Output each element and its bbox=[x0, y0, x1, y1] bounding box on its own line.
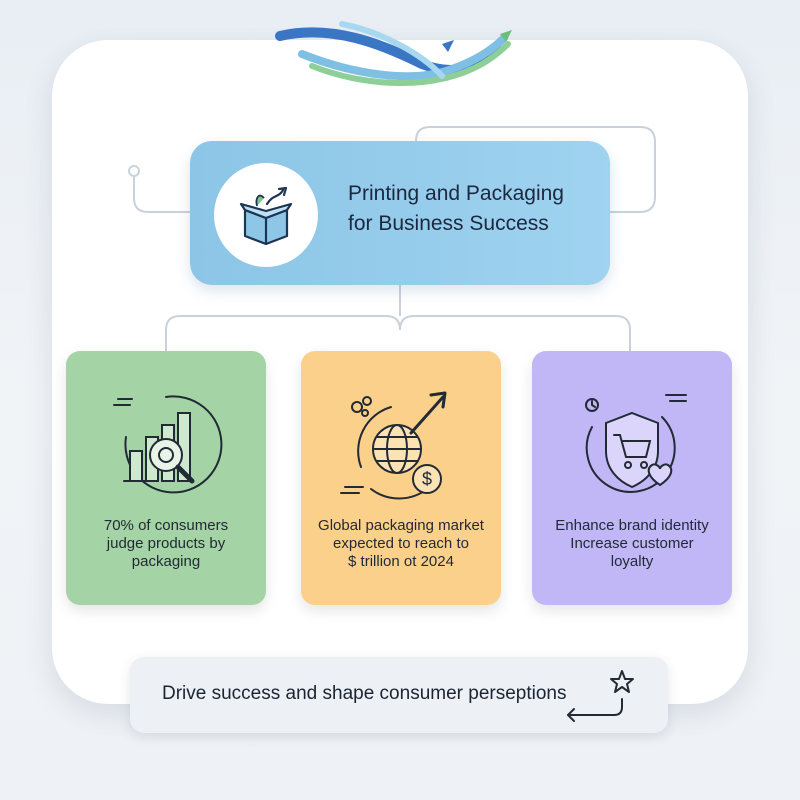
fact-text-consumers: 70% of consumers judge products by packa… bbox=[76, 517, 256, 571]
fact-card-market: $ Global packaging market expected to re… bbox=[301, 351, 501, 605]
fact-text-market: Global packaging market expected to reac… bbox=[311, 517, 491, 571]
fact-line: Increase customer bbox=[570, 535, 694, 552]
fact-line: Enhance brand identity bbox=[555, 517, 709, 534]
bar-chart-magnifier-icon bbox=[113, 395, 223, 494]
fact-line: judge products by bbox=[106, 535, 226, 552]
brand-logo bbox=[275, 21, 512, 86]
star-arrow-icon bbox=[567, 670, 634, 722]
fact-line: 70% of consumers bbox=[103, 517, 229, 534]
title-icon-badge bbox=[214, 163, 318, 267]
title-card: Printing and Packaging for Business Succ… bbox=[190, 141, 610, 285]
fact-line: Global packaging market bbox=[318, 517, 484, 534]
fact-text-brand: Enhance brand identity Increase customer… bbox=[542, 517, 722, 571]
fact-line: expected to reach to bbox=[333, 535, 469, 552]
title-line-1: Printing and Packaging bbox=[348, 182, 564, 205]
footer-text: Drive success and shape consumer persept… bbox=[162, 683, 567, 704]
fact-line: packaging bbox=[131, 553, 201, 570]
fact-card-brand: Enhance brand identity Increase customer… bbox=[532, 351, 732, 605]
gift-box-icon bbox=[239, 186, 293, 246]
footer-banner: Drive success and shape consumer persept… bbox=[130, 657, 668, 733]
page-title: Printing and Packaging for Business Succ… bbox=[348, 179, 598, 239]
svg-text:$: $ bbox=[422, 469, 432, 489]
fact-card-consumers: 70% of consumers judge products by packa… bbox=[66, 351, 266, 605]
title-line-2: for Business Success bbox=[348, 212, 549, 235]
fact-line: loyalty bbox=[610, 553, 654, 570]
fact-line: $ trillion ot 2024 bbox=[348, 553, 454, 570]
shield-cart-heart-icon bbox=[585, 394, 687, 493]
globe-dollar-growth-icon: $ bbox=[340, 391, 447, 500]
